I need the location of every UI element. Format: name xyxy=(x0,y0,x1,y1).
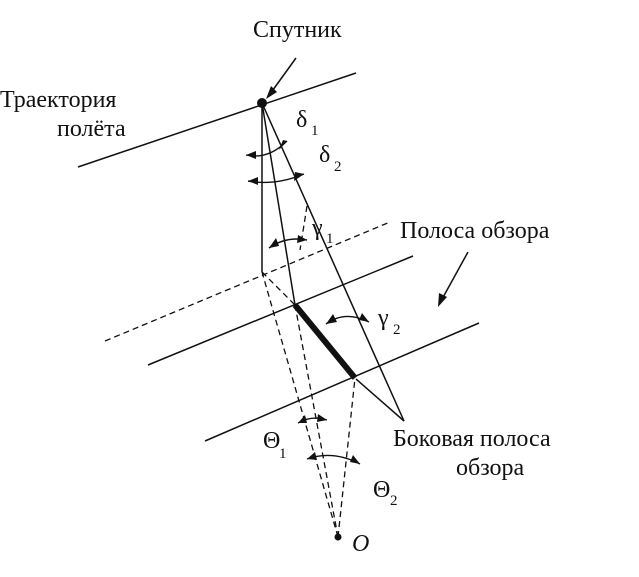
side-swath-label-line1: Боковая полоса xyxy=(393,426,551,452)
swath-line-2 xyxy=(204,322,480,442)
ray-far xyxy=(261,102,405,422)
gamma2-symbol: γ xyxy=(377,305,389,331)
swath-label: Полоса обзора xyxy=(400,218,550,244)
theta2-arrow-right xyxy=(350,455,360,464)
theta1-arrow-right xyxy=(317,414,327,422)
origin-point xyxy=(334,533,342,541)
gamma2-arrow-right xyxy=(359,313,369,322)
origin-label: O xyxy=(352,531,369,557)
gamma2-subscript: 2 xyxy=(393,322,401,338)
gamma1-dashed-guide xyxy=(299,205,308,251)
satellite-label: Спутник xyxy=(253,17,342,43)
gamma1-arrow-right xyxy=(297,235,307,243)
satellite-pointer xyxy=(269,57,297,95)
delta1-arrow-right xyxy=(279,140,287,150)
swath-pointer-arrowhead xyxy=(438,293,447,307)
side-swath-label-line2: обзора xyxy=(456,455,525,481)
side-swath-segment xyxy=(292,303,358,380)
theta1-symbol: Θ xyxy=(263,428,280,454)
origin-ray-far xyxy=(337,377,356,538)
theta1-subscript: 1 xyxy=(279,446,287,462)
theta2-symbol: Θ xyxy=(373,477,390,503)
satellite-pointer-arrowhead xyxy=(266,86,277,99)
delta1-arrow-left xyxy=(246,151,256,159)
gamma1-subscript: 1 xyxy=(326,231,334,247)
theta2-subscript: 2 xyxy=(390,493,398,509)
trajectory-line xyxy=(77,72,357,168)
gamma2-arrow-left xyxy=(326,314,337,324)
gamma1-symbol: γ xyxy=(311,215,323,241)
delta2-subscript: 2 xyxy=(334,159,342,175)
trajectory-label-line1: Траектория xyxy=(0,87,116,113)
delta2-symbol: δ xyxy=(319,142,330,168)
delta2-arrow-right xyxy=(294,172,304,181)
ray-near xyxy=(261,102,296,306)
nadir-to-near-dashed xyxy=(261,271,296,306)
delta1-symbol: δ xyxy=(296,107,307,133)
side-swath-leader xyxy=(355,378,405,422)
delta2-arrow-left xyxy=(248,177,258,185)
swath-line-1 xyxy=(147,255,414,366)
trajectory-label-line2: полёта xyxy=(57,116,126,142)
gamma1-arrow-left xyxy=(269,238,279,248)
theta2-arrow-left xyxy=(307,452,317,460)
origin-ray-nadir xyxy=(261,271,339,538)
ground-track-dashed xyxy=(104,221,391,342)
theta1-arrow-left xyxy=(298,415,307,423)
swath-pointer xyxy=(440,251,469,302)
satellite-point xyxy=(257,98,267,108)
delta1-subscript: 1 xyxy=(311,123,319,139)
